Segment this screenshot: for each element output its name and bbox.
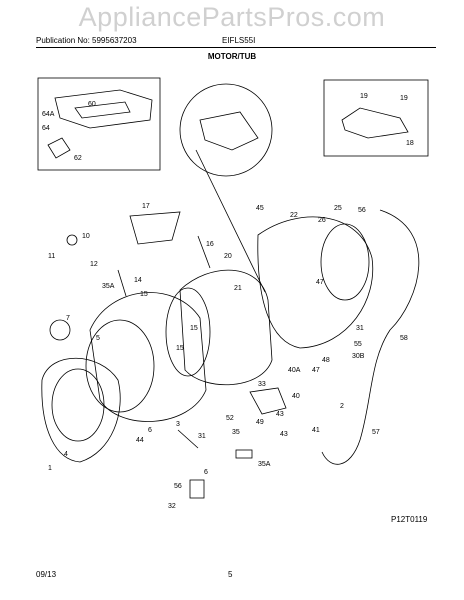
callout-15c: 15	[176, 345, 184, 352]
callout-17: 16	[206, 241, 214, 248]
callout-19: 18	[406, 140, 414, 147]
callout-16: 20	[224, 253, 232, 260]
callout-11: 11	[48, 253, 55, 260]
callout-47: 49	[256, 419, 264, 426]
callout-12: 12	[90, 261, 98, 268]
callout-42: 45	[256, 205, 264, 212]
spring-17	[197, 235, 211, 269]
callout-56: 57	[372, 429, 380, 436]
drain-hose	[321, 209, 420, 465]
callout-15a: 15	[140, 291, 148, 298]
callout-43: 47	[312, 367, 320, 374]
footer-date: 09/13	[36, 570, 57, 579]
front-ring-opening	[51, 368, 105, 442]
callout-20b: 19	[400, 95, 408, 102]
inset-box-bracket	[323, 79, 429, 157]
leader-spider	[195, 149, 266, 293]
exploded-parts-diagram: 60 64A 64 62 19 19 18 17 10 11 12 14 35A…	[37, 77, 429, 510]
publication-number: Publication No: 5995637203	[36, 36, 137, 45]
inset-circle-spider	[179, 83, 273, 177]
callout-40: 40	[292, 393, 300, 400]
callout-70: 7	[66, 315, 70, 322]
callout-2: 2	[340, 403, 344, 410]
front-ring	[41, 357, 121, 463]
callout-44: 47	[316, 279, 324, 286]
callout-5: 5	[96, 335, 100, 342]
callout-30b: 30B	[352, 353, 365, 360]
callout-20a: 19	[360, 93, 368, 100]
callout-45: 48	[322, 357, 330, 364]
dispenser-tray	[74, 101, 131, 119]
callout-35: 35	[232, 429, 240, 436]
callout-26: 26	[318, 217, 326, 224]
callout-18: 17	[142, 203, 150, 210]
drain-pump	[249, 387, 287, 415]
callout-21: 21	[234, 285, 242, 292]
page-number: 5	[228, 570, 233, 579]
callout-25: 25	[334, 205, 342, 212]
callout-1: 1	[48, 465, 52, 472]
model-number: EIFLS55I	[222, 36, 256, 45]
callout-64: 64	[42, 125, 50, 132]
spring-14	[117, 269, 127, 297]
callout-3: 3	[176, 421, 180, 428]
callout-60: 60	[88, 101, 96, 108]
callout-58: 58	[400, 335, 408, 342]
inset-box-dispenser	[37, 77, 161, 171]
rear-tub-opening	[320, 223, 370, 301]
weight-18	[129, 211, 181, 245]
watermark: AppliancePartsPros.com	[78, 2, 386, 32]
figure-code: P12T0119	[391, 515, 428, 524]
inner-drum	[179, 269, 273, 386]
callout-41: 41	[312, 427, 320, 434]
callout-6: 6	[204, 469, 208, 476]
callout-33: 33	[258, 381, 266, 388]
callout-40a: 40A	[288, 367, 301, 374]
callout-32: 32	[168, 503, 176, 510]
callout-35a: 35A	[258, 461, 271, 468]
callout-64a: 64A	[42, 111, 55, 118]
callout-36: 35A	[102, 283, 115, 290]
outer-tub-front	[89, 292, 207, 422]
callout-62: 62	[74, 155, 82, 162]
part-57	[189, 479, 205, 499]
tub-front-opening	[85, 319, 155, 413]
connector-35a	[235, 449, 253, 459]
callout-14: 14	[134, 277, 142, 284]
callout-57a: 56	[358, 207, 366, 214]
dispenser-housing	[54, 89, 153, 129]
bracket-part	[47, 137, 71, 159]
callout-48b: 43	[280, 431, 288, 438]
callout-55: 55	[354, 341, 362, 348]
callout-57b: 56	[174, 483, 182, 490]
callout-22: 22	[290, 212, 298, 219]
pulley-7	[49, 319, 71, 341]
callout-31b: 31	[198, 433, 206, 440]
callout-15b: 15	[190, 325, 198, 332]
section-title: MOTOR/TUB	[207, 52, 257, 61]
grommet-10	[66, 234, 78, 246]
callout-48a: 43	[276, 411, 284, 418]
callout-4: 4	[64, 451, 68, 458]
shock-absorber	[177, 429, 199, 449]
drum-front-rim	[165, 287, 211, 377]
callout-31a: 31	[356, 325, 364, 332]
callout-49: 44	[136, 437, 144, 444]
callout-10: 10	[82, 233, 90, 240]
spider-arm	[199, 111, 259, 151]
callout-7: 6	[148, 427, 152, 434]
callout-52: 52	[226, 415, 234, 422]
bracket-assembly	[341, 107, 409, 139]
outer-tub-rear	[257, 216, 374, 349]
header-rule	[36, 47, 436, 48]
